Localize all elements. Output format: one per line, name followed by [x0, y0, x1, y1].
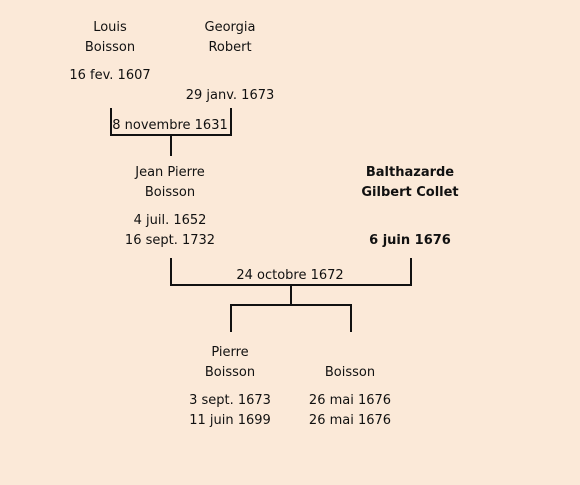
father-last-name: Boisson — [144, 185, 196, 200]
grandmother-connector-line — [230, 108, 232, 136]
child1-last-name: Boisson — [204, 365, 256, 380]
parents-descent-line — [290, 286, 292, 304]
child2-death-date: 26 mai 1676 — [308, 413, 392, 428]
grandmother-first-name: Georgia — [204, 20, 256, 35]
child1-death-date: 11 juin 1699 — [189, 413, 271, 428]
grandfather-last-name: Boisson — [84, 40, 136, 55]
child2-birth-date: 26 mai 1676 — [308, 393, 392, 408]
child2-last-name: Boisson — [324, 365, 376, 380]
mother-death-date: 6 juin 1676 — [369, 233, 451, 248]
father-death-date: 16 sept. 1732 — [124, 233, 216, 248]
child1-connector-line — [230, 304, 232, 332]
father-connector-line — [170, 258, 172, 286]
grandfather-first-name: Louis — [93, 20, 127, 35]
parents-marriage-date: 24 octobre 1672 — [236, 268, 344, 283]
child1-first-name: Pierre — [211, 345, 249, 360]
child2-connector-line — [350, 304, 352, 332]
grandparents-marriage-line — [110, 134, 232, 136]
children-sibling-line — [230, 304, 352, 306]
grandparents-descent-line — [170, 136, 172, 156]
mother-first-name: Balthazarde — [365, 165, 455, 180]
mother-last-name: Gilbert Collet — [361, 185, 459, 200]
mother-connector-line — [410, 258, 412, 286]
parents-marriage-line — [170, 284, 412, 286]
grandparents-marriage-date: 8 novembre 1631 — [112, 118, 228, 133]
grandmother-last-name: Robert — [208, 40, 252, 55]
child1-birth-date: 3 sept. 1673 — [189, 393, 271, 408]
grandmother-death-date: 29 janv. 1673 — [185, 88, 275, 103]
grandfather-connector-line — [110, 108, 112, 136]
father-first-name: Jean Pierre — [135, 165, 205, 180]
grandfather-birth-date: 16 fev. 1607 — [69, 68, 151, 83]
father-birth-date: 4 juil. 1652 — [133, 213, 207, 228]
